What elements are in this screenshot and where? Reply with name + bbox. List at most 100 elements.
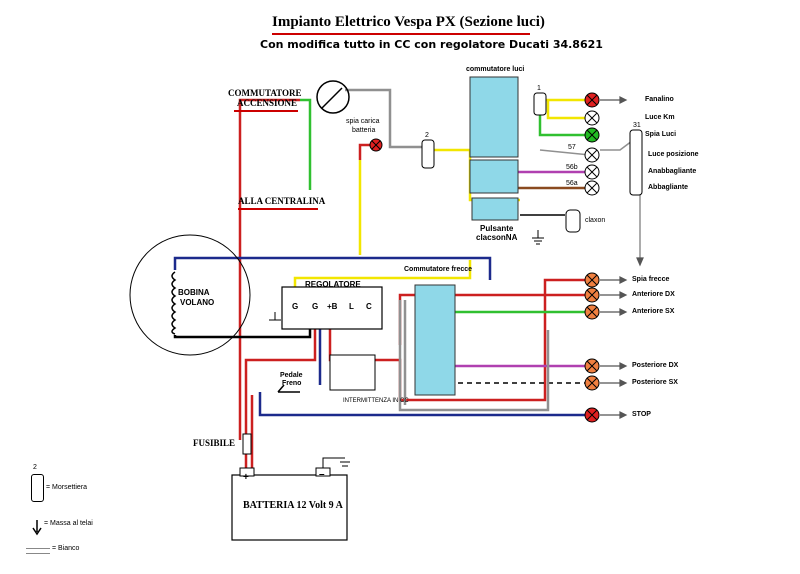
lamps-frecce	[584, 272, 600, 423]
wire-green-spia	[538, 115, 590, 137]
regolatore-terminal-g2: G	[312, 302, 319, 311]
lamp-label-spia-luci: Spia Luci	[645, 131, 677, 138]
lamp-luce-posizione	[584, 147, 600, 163]
title-underline	[272, 33, 530, 35]
commutatore-luci-box-2	[469, 159, 519, 194]
legend-morsettiera-num: 2	[33, 464, 37, 471]
morsettiera-1-label: 1	[537, 85, 541, 92]
fuse	[242, 433, 252, 455]
wire-blue-pedale	[258, 392, 590, 417]
wire-blue-bobina	[173, 256, 492, 280]
page-title: Impianto Elettrico Vespa PX (Sezione luc…	[272, 14, 545, 30]
legend-morsettiera-icon	[31, 474, 44, 502]
lamp-posteriore-dx	[584, 358, 600, 374]
wire-grey-57	[539, 149, 591, 156]
lamp-label-luce-km: Luce Km	[645, 114, 675, 121]
spia-carica-label-1: spia carica	[346, 118, 380, 125]
regolatore-terminal-b: +B	[327, 302, 338, 311]
ignition-switch-circle	[316, 80, 350, 114]
lamp-posteriore-sx	[584, 375, 600, 391]
morsettiera-31-label: 31	[633, 122, 641, 129]
pulsante-box	[471, 197, 519, 221]
lamp-label-fanalino: Fanalino	[645, 96, 674, 103]
ignition-label-1: COMMUTATORE	[228, 88, 302, 98]
centralina-label: ALLA CENTRALINA	[238, 196, 326, 206]
lamp-luce-km	[584, 110, 600, 126]
lamp-label-spia-frecce: Spia frecce	[632, 276, 670, 283]
bobina-label-1: BOBINA	[178, 288, 210, 297]
centralina-underline	[238, 208, 318, 210]
page-subtitle: Con modifica tutto in CC con regolatore …	[260, 38, 603, 51]
bobina-circle	[129, 234, 251, 356]
lamp-spia-frecce	[584, 272, 600, 288]
label-57: 57	[568, 144, 576, 151]
lamp-anabbagliante	[584, 164, 600, 180]
pulsante-label-1: Pulsante	[480, 224, 514, 233]
lamp-anteriore-dx	[584, 287, 600, 303]
lamp-label-anteriore-sx: Anteriore SX	[632, 308, 675, 315]
fusibile-label: FUSIBILE	[193, 438, 236, 448]
ignition-underline	[234, 110, 298, 112]
morsettiera-2-label: 2	[425, 132, 429, 139]
legend-bianco: = Bianco	[52, 545, 80, 552]
lamps-luci	[584, 92, 600, 196]
wires	[173, 88, 641, 475]
lamp-label-abbagliante: Abbagliante	[648, 184, 689, 191]
claxon-shape	[565, 209, 581, 233]
label-56b: 56b	[566, 164, 578, 171]
lamp-spia-luci	[584, 127, 600, 143]
lamp-label-stop: STOP	[632, 411, 651, 418]
commutatore-luci-label: commutatore luci	[466, 66, 525, 73]
regolatore-box	[281, 286, 383, 330]
battery-label: BATTERIA 12 Volt 9 A	[243, 500, 343, 511]
lamp-label-anteriore-dx: Anteriore DX	[632, 291, 675, 298]
ground-symbol	[532, 230, 544, 245]
battery-ground	[322, 457, 350, 468]
legend-massa: = Massa al telai	[44, 520, 93, 527]
regolatore-terminal-g1: G	[292, 302, 299, 311]
claxon-label: claxon	[585, 217, 606, 224]
legend-bianco-icon	[26, 548, 50, 554]
wire-yellow-km	[546, 100, 590, 120]
bobina-coil	[171, 271, 177, 335]
lamp-abbagliante	[584, 180, 600, 196]
lamp-stop	[584, 407, 600, 423]
legend-morsettiera: = Morsettiera	[46, 484, 88, 491]
intermittenza-box	[329, 354, 376, 391]
commutatore-frecce-label: Commutatore frecce	[404, 266, 473, 273]
ground-symbol-2	[269, 312, 281, 321]
wire-grey-centralina	[345, 88, 430, 149]
lamp-arrows	[600, 96, 644, 419]
battery-minus: –	[319, 469, 325, 480]
regolatore-terminal-c: C	[366, 302, 372, 311]
lamp-label-anabbagliante: Anabbagliante	[648, 168, 697, 175]
pedale-label-2: Freno	[282, 380, 302, 387]
morsettiera-1	[533, 92, 547, 116]
lamp-label-posteriore-dx: Posteriore DX	[632, 362, 679, 369]
pedale-label-1: Pedale	[280, 372, 303, 379]
wire-red-to-ignition	[238, 98, 300, 440]
wire-green-centralina	[300, 98, 312, 190]
bobina-label-2: VOLANO	[180, 298, 215, 307]
morsettiera-2	[421, 139, 435, 169]
wire-red-main	[244, 310, 317, 475]
lamp-anteriore-sx	[584, 304, 600, 320]
lamp-label-posizione: Luce posizione	[648, 151, 699, 158]
battery-box	[231, 474, 348, 541]
lamp-fanalino	[584, 92, 600, 108]
intermittenza-label: INTERMITTENZA IN CC	[343, 398, 409, 404]
commutatore-frecce-box	[414, 284, 456, 396]
regolatore-label: REGOLATORE	[305, 280, 361, 289]
wire-grey-frecce	[398, 300, 550, 412]
lamp-label-posteriore-sx: Posteriore SX	[632, 379, 678, 386]
legend-ground	[32, 520, 42, 536]
pulsante-label-2: clacsonNA	[476, 233, 518, 242]
commutatore-luci-box	[469, 76, 519, 158]
battery-plus: +	[243, 472, 249, 483]
label-56a: 56a	[566, 180, 578, 187]
morsettiera-31	[629, 129, 643, 196]
pedale-freno-switch	[277, 384, 300, 393]
ignition-label-2: ACCENSIONE	[237, 98, 298, 108]
